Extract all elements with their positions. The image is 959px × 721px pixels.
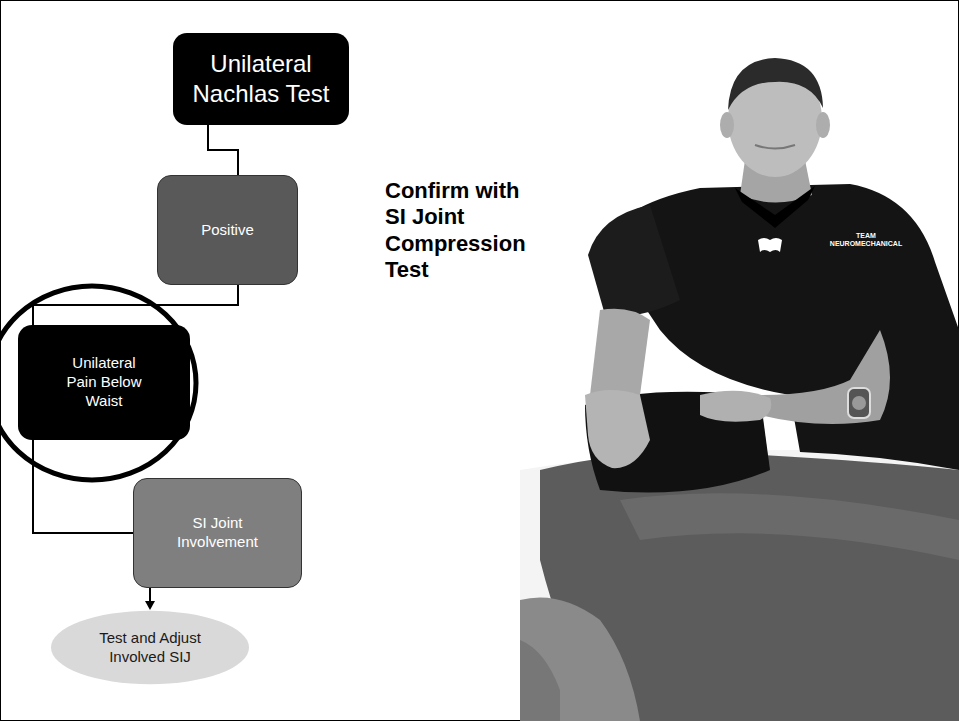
connector-line bbox=[33, 285, 238, 325]
arrow-head bbox=[145, 601, 155, 610]
shirt-print: TEAM NEUROMECHANICAL bbox=[826, 232, 906, 247]
therapist-photo bbox=[520, 58, 959, 721]
action-ellipse: Test and Adjust Involved SIJ bbox=[50, 610, 250, 685]
box-text: Unilateral Pain Below Waist bbox=[58, 354, 150, 410]
conclusion-box: SI Joint Involvement bbox=[133, 478, 302, 588]
result-box: Positive bbox=[157, 175, 298, 285]
box-text: Positive bbox=[201, 221, 254, 240]
finding-box: Unilateral Pain Below Waist bbox=[18, 325, 190, 440]
box-text: Test and Adjust Involved SIJ bbox=[85, 629, 215, 667]
box-text: Unilateral Nachlas Test bbox=[183, 49, 339, 109]
box-text: SI Joint Involvement bbox=[166, 514, 270, 552]
instruction-note: Confirm with SI Joint Compression Test bbox=[385, 178, 537, 284]
connector-line bbox=[208, 125, 238, 175]
highlight-circle bbox=[0, 286, 196, 480]
connector-line bbox=[149, 588, 151, 601]
connector-line bbox=[33, 440, 133, 533]
start-box: Unilateral Nachlas Test bbox=[173, 33, 349, 125]
